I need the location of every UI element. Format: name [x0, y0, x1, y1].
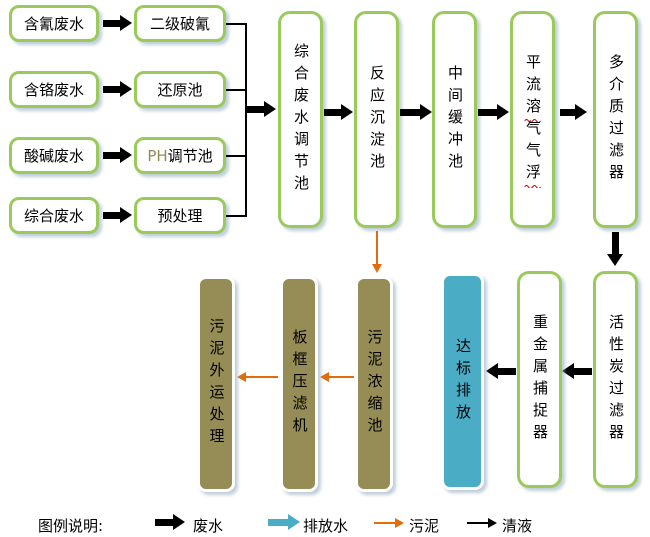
box-pretreatment: 预处理 — [134, 197, 226, 234]
box-reaction-sedimentation-tank: 反应沉淀池 — [354, 11, 399, 228]
legend-label-clear-liquid: 清液 — [502, 517, 533, 535]
arrow-wastewater-r3 — [103, 147, 132, 163]
box-label: 含氰废水 — [23, 15, 84, 33]
box-heavy-metal-catcher: 重金属捕捉器 — [517, 271, 562, 488]
legend-title: 图例说明: — [38, 517, 104, 535]
arrow-sludge-1 — [320, 372, 354, 382]
box-label: 污泥浓缩池 — [365, 329, 384, 439]
box-activated-carbon-filter: 活性炭过滤器 — [593, 271, 638, 488]
legend-label-discharge: 排放水 — [303, 517, 349, 535]
arrow-to-heavy-metal-catcher — [562, 363, 592, 379]
connector-line-vertical — [245, 23, 247, 217]
box-label: 达标排放 — [454, 337, 472, 426]
box-label: 二级破氰 — [149, 15, 210, 33]
arrow-sludge-down — [372, 231, 382, 273]
box-sludge-disposal: 污泥外运处理 — [197, 276, 235, 492]
box-intermediate-buffer-tank: 中间缓冲池 — [432, 11, 477, 228]
box-daf-flotation: 平流溶气气浮 — [510, 11, 555, 228]
arrow-chain-1 — [324, 104, 353, 120]
spellcheck-squiggle — [524, 119, 541, 122]
arrow-down-to-carbon-filter — [607, 232, 623, 266]
ph-label: PH — [147, 146, 168, 165]
box-reduction-tank: 还原池 — [134, 71, 226, 108]
box-ph-adjustment-tank: PH 调节池 — [134, 137, 226, 174]
legend-clear-liquid-arrow — [467, 518, 497, 528]
box-label: 含铬废水 — [23, 81, 84, 99]
arrow-chain-3 — [478, 104, 509, 120]
spellcheck-squiggle — [524, 185, 541, 188]
box-plate-frame-filter-press: 板框压滤机 — [280, 276, 318, 492]
arrow-merged-wastewater — [247, 101, 276, 117]
box-label: 多介质过滤器 — [607, 53, 625, 186]
box-sludge-thickening-tank: 污泥浓缩池 — [355, 276, 393, 492]
connector-line-r2 — [226, 89, 247, 91]
legend-discharge-arrow — [268, 514, 300, 530]
arrow-wastewater-r1 — [103, 15, 132, 31]
legend-label-sludge: 污泥 — [409, 517, 440, 535]
arrow-wastewater-r4 — [103, 207, 132, 223]
box-chromium-wastewater: 含铬废水 — [9, 71, 99, 108]
legend-label-wastewater: 废水 — [193, 517, 224, 535]
box-label: 重金属捕捉器 — [531, 313, 549, 446]
box-comprehensive-regulation-tank: 综合废水调节池 — [278, 11, 323, 228]
box-secondary-cyanide-breaking: 二级破氰 — [134, 5, 226, 42]
arrow-chain-2 — [400, 104, 432, 120]
connector-line-r3 — [226, 155, 247, 157]
box-cyanide-wastewater: 含氰废水 — [9, 5, 99, 42]
arrow-to-discharge — [486, 363, 516, 379]
box-acid-alkali-wastewater: 酸碱废水 — [9, 137, 99, 174]
box-mixed-wastewater: 综合废水 — [9, 197, 99, 234]
box-label: 还原池 — [157, 81, 203, 99]
arrow-chain-4 — [560, 104, 587, 120]
box-label: 活性炭过滤器 — [607, 313, 625, 446]
box-label: 反应沉淀池 — [368, 64, 386, 175]
connector-line-r1 — [226, 23, 247, 25]
box-label: 中间缓冲池 — [446, 64, 464, 175]
box-label: 酸碱废水 — [23, 147, 84, 165]
box-label: 调节池 — [167, 147, 213, 165]
box-label: 污泥外运处理 — [207, 318, 226, 450]
box-discharge: 达标排放 — [441, 273, 484, 490]
box-label: 综合废水调节池 — [292, 42, 310, 197]
connector-line-r4 — [226, 215, 247, 217]
legend-wastewater-arrow — [155, 514, 185, 530]
box-label: 综合废水 — [23, 207, 84, 225]
box-multimedia-filter: 多介质过滤器 — [593, 11, 638, 228]
box-label: 预处理 — [157, 207, 203, 225]
legend-sludge-arrow — [374, 518, 404, 528]
box-label: 板框压滤机 — [290, 329, 309, 439]
arrow-wastewater-r2 — [103, 81, 132, 97]
arrow-sludge-2 — [237, 372, 278, 382]
